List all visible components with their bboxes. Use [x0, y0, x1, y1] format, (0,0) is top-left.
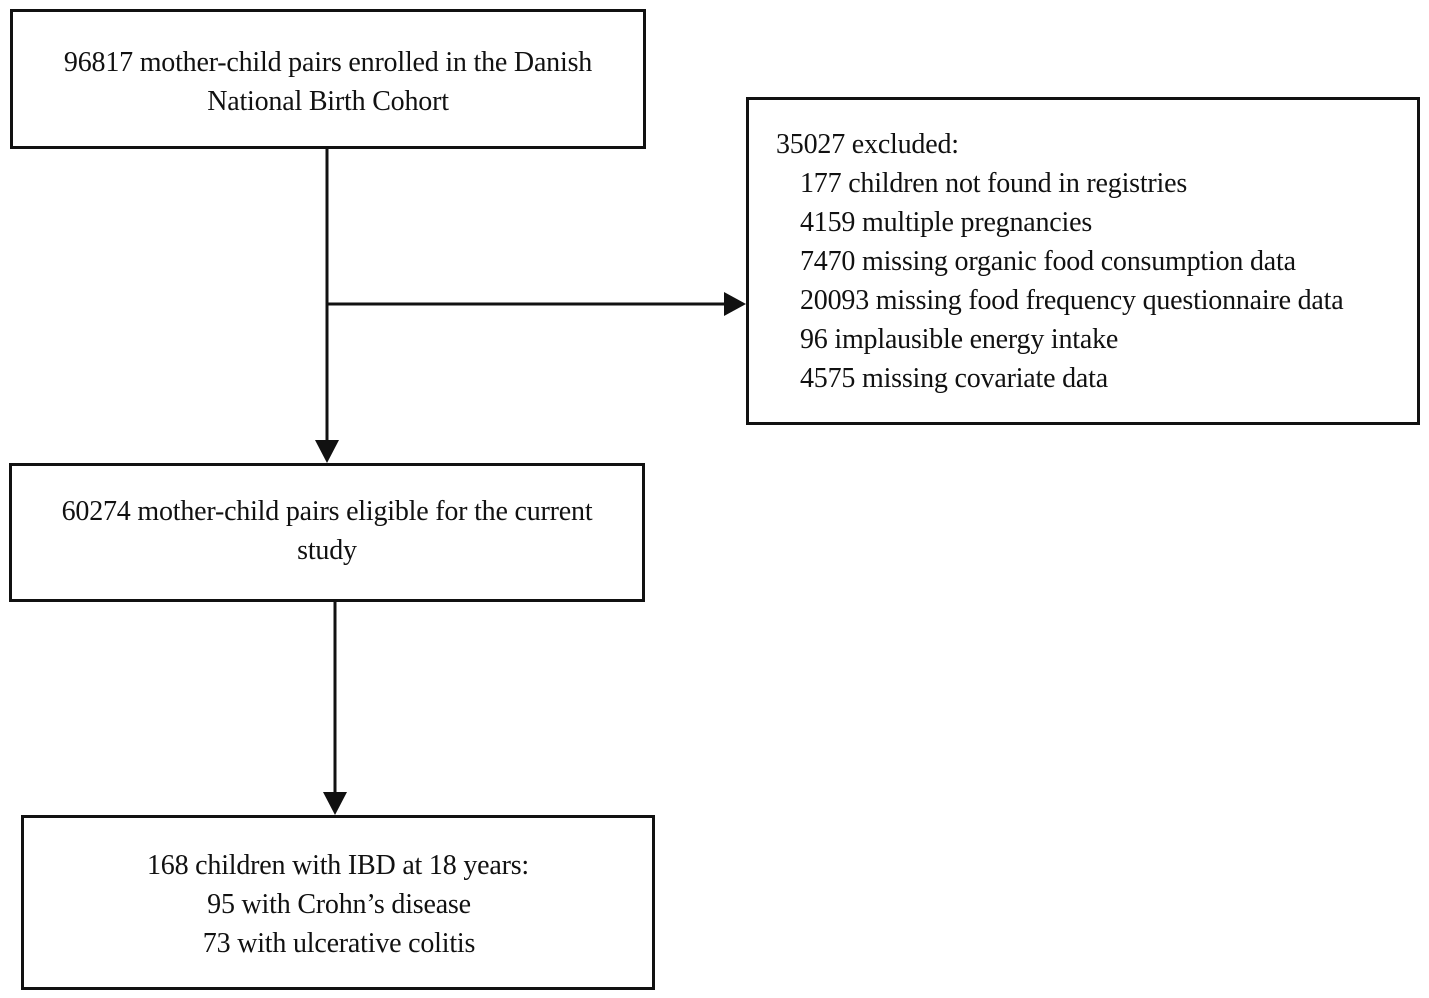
excluded-text: 35027 excluded: 177 children not found i… — [749, 100, 1417, 398]
excluded-reason: 4159 multiple pregnancies — [800, 207, 1093, 238]
eligible-line-2: study — [297, 535, 357, 566]
excluded-reason: 4575 missing covariate data — [800, 363, 1108, 394]
outcome-line-3: 73 with ulcerative colitis — [202, 928, 476, 959]
excluded-reason: 7470 missing organic food consumption da… — [800, 246, 1296, 277]
eligible-text: 60274 mother-child pairs eligible for th… — [12, 466, 642, 570]
outcome-line-2: 95 with Crohn’s disease — [207, 889, 471, 920]
eligible-box: 60274 mother-child pairs eligible for th… — [9, 463, 645, 602]
outcome-text: 168 children with IBD at 18 years: 95 wi… — [24, 818, 652, 963]
excluded-reason: 177 children not found in registries — [800, 168, 1188, 199]
arrowhead-outcome — [323, 792, 347, 815]
outcome-line-1: 168 children with IBD at 18 years: — [146, 850, 529, 881]
arrowhead-eligible — [315, 440, 339, 463]
arrowhead-excluded — [724, 292, 746, 316]
excluded-reason: 20093 missing food frequency questionnai… — [800, 285, 1344, 316]
enrolled-box: 96817 mother-child pairs enrolled in the… — [10, 9, 646, 149]
excluded-reason: 96 implausible energy intake — [800, 324, 1119, 355]
excluded-heading: 35027 excluded: — [776, 129, 959, 160]
enrolled-line-2: National Birth Cohort — [207, 86, 449, 117]
eligible-line-1: 60274 mother-child pairs eligible for th… — [61, 496, 593, 527]
enrolled-text: 96817 mother-child pairs enrolled in the… — [13, 12, 643, 121]
outcome-box: 168 children with IBD at 18 years: 95 wi… — [21, 815, 655, 990]
excluded-box: 35027 excluded: 177 children not found i… — [746, 97, 1420, 425]
enrolled-line-1: 96817 mother-child pairs enrolled in the… — [63, 47, 593, 78]
